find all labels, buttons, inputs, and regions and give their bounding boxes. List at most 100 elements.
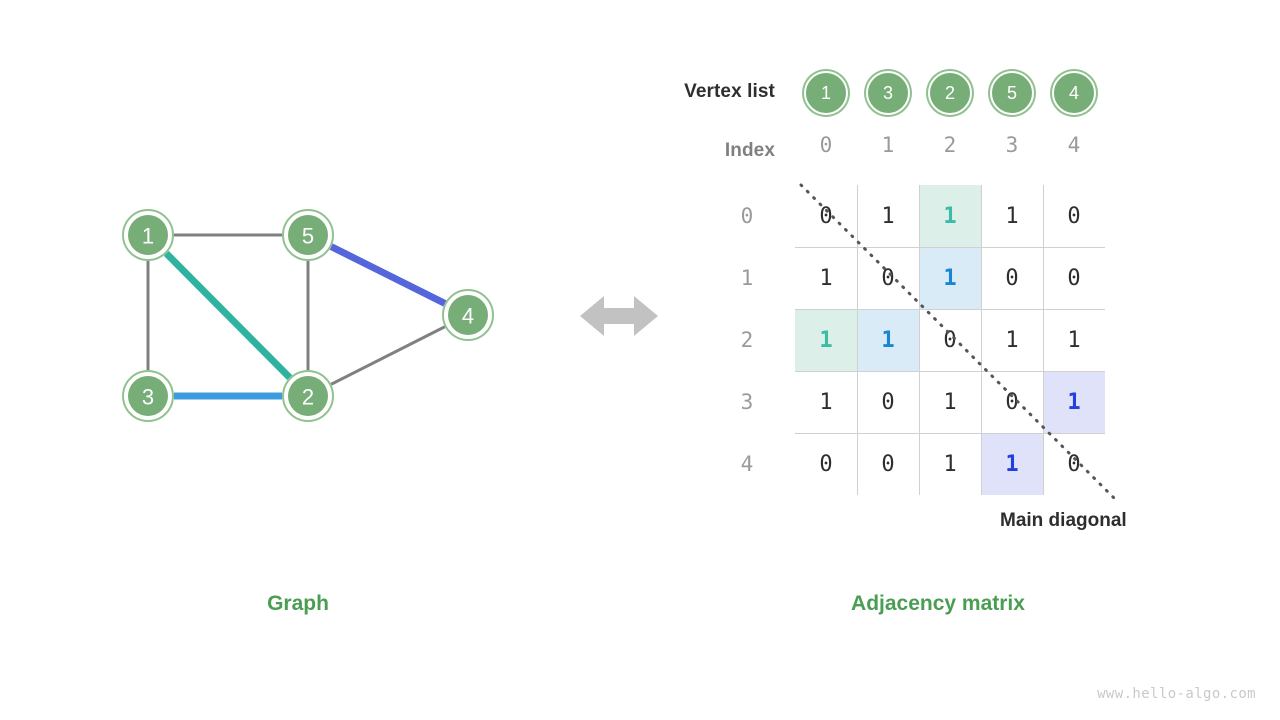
- matrix-cell[interactable]: 1: [919, 433, 981, 495]
- matrix-cell[interactable]: 1: [919, 247, 981, 309]
- matrix-cell[interactable]: 0: [981, 371, 1043, 433]
- matrix-cell[interactable]: 1: [981, 433, 1043, 495]
- grid-line-horizontal: [795, 433, 1105, 434]
- graph-edges: [146, 233, 447, 400]
- matrix-cell[interactable]: 1: [857, 309, 919, 371]
- matrix-cell-value: 0: [881, 265, 895, 291]
- column-index-label: 0: [819, 133, 833, 157]
- index-label: Index: [724, 140, 775, 161]
- vertex-chip[interactable]: 2: [928, 71, 972, 115]
- graph-node-label: 4: [462, 304, 474, 329]
- matrix-cell-value: 0: [1067, 265, 1081, 291]
- matrix-cell-value: 0: [881, 389, 895, 415]
- matrix-cell[interactable]: 1: [981, 185, 1043, 247]
- row-index-label: 4: [740, 452, 754, 476]
- matrix-cell[interactable]: 0: [919, 309, 981, 371]
- matrix-cell[interactable]: 0: [857, 433, 919, 495]
- matrix-cell[interactable]: 1: [795, 309, 857, 371]
- graph-node-label: 5: [302, 224, 314, 249]
- row-index-label: 3: [740, 390, 754, 414]
- matrix-cell-value: 0: [1067, 203, 1081, 229]
- node-fill: [128, 215, 168, 255]
- matrix-cell[interactable]: 0: [1043, 433, 1105, 495]
- column-index-label: 4: [1067, 133, 1081, 157]
- graph-svg: 1 5 3 2 4: [122, 209, 494, 422]
- bidirectional-arrow-icon: [578, 288, 660, 344]
- grid-line-vertical: [919, 185, 920, 495]
- grid-line-vertical: [1043, 185, 1044, 495]
- column-index-label: 1: [881, 133, 895, 157]
- vertex-chip-label: 1: [820, 82, 831, 103]
- matrix-cell[interactable]: 0: [857, 247, 919, 309]
- graph-node-3[interactable]: 3: [122, 370, 174, 422]
- main-diagonal-label: Main diagonal: [1000, 510, 1127, 531]
- grid-line-horizontal: [795, 371, 1105, 372]
- matrix-cell[interactable]: 1: [919, 371, 981, 433]
- matrix-cell-value: 1: [1005, 203, 1019, 229]
- matrix-cell[interactable]: 1: [1043, 371, 1105, 433]
- matrix-cell-value: 0: [943, 327, 957, 353]
- node-outer-ring: [442, 289, 494, 341]
- caption-adjacency-matrix: Adjacency matrix: [851, 592, 1025, 615]
- node-fill: [128, 376, 168, 416]
- matrix-cell[interactable]: 0: [1043, 247, 1105, 309]
- vertex-chip[interactable]: 5: [990, 71, 1034, 115]
- node-outer-ring: [282, 370, 334, 422]
- graph-node-1[interactable]: 1: [122, 209, 174, 261]
- graph-edge: [330, 325, 446, 386]
- vertex-chip-label: 5: [1006, 82, 1017, 103]
- node-fill: [288, 376, 328, 416]
- matrix-cell[interactable]: 1: [919, 185, 981, 247]
- matrix-cell[interactable]: 1: [795, 371, 857, 433]
- matrix-cell[interactable]: 1: [857, 185, 919, 247]
- matrix-cell-value: 1: [881, 327, 895, 353]
- matrix-cell-value: 1: [881, 203, 895, 229]
- row-index-label: 0: [740, 204, 754, 228]
- vertex-list-label: Vertex list: [684, 81, 775, 102]
- matrix-cell-value: 1: [819, 327, 833, 353]
- graph-node-4[interactable]: 4: [442, 289, 494, 341]
- matrix-cell-value: 1: [943, 265, 957, 291]
- node-outer-ring: [122, 209, 174, 261]
- graph-panel: 1 5 3 2 4: [0, 150, 600, 490]
- vertex-chip-label: 3: [882, 82, 893, 103]
- vertex-chip[interactable]: 1: [804, 71, 848, 115]
- graph-node-2[interactable]: 2: [282, 370, 334, 422]
- column-index-label: 3: [1005, 133, 1019, 157]
- grid-line-horizontal: [795, 309, 1105, 310]
- matrix-cell-value: 1: [943, 203, 957, 229]
- node-outer-ring: [122, 370, 174, 422]
- vertex-chip-label: 2: [944, 82, 955, 103]
- vertex-chip[interactable]: 4: [1052, 71, 1096, 115]
- vertex-chip[interactable]: 3: [866, 71, 910, 115]
- matrix-cell[interactable]: 0: [795, 433, 857, 495]
- matrix-cell[interactable]: 0: [795, 185, 857, 247]
- graph-edge: [329, 243, 447, 307]
- matrix-cell-value: 0: [1005, 389, 1019, 415]
- graph-node-5[interactable]: 5: [282, 209, 334, 261]
- matrix-cell[interactable]: 0: [857, 371, 919, 433]
- grid-line-horizontal: [795, 247, 1105, 248]
- grid-line-vertical: [981, 185, 982, 495]
- graph-node-label: 3: [142, 385, 154, 410]
- matrix-cell-value: 1: [819, 389, 833, 415]
- matrix-cell[interactable]: 1: [1043, 309, 1105, 371]
- matrix-cell-value: 0: [819, 451, 833, 477]
- matrix-cell-value: 1: [1005, 327, 1019, 353]
- vertex-chip-label: 4: [1068, 82, 1079, 103]
- matrix-cell-value: 0: [881, 451, 895, 477]
- graph-nodes: 1 5 3 2 4: [122, 209, 494, 422]
- node-fill: [288, 215, 328, 255]
- matrix-cell[interactable]: 1: [981, 309, 1043, 371]
- matrix-cell[interactable]: 0: [981, 247, 1043, 309]
- matrix-cell[interactable]: 0: [1043, 185, 1105, 247]
- matrix-cell-value: 1: [1067, 389, 1081, 415]
- graph-edge: [163, 250, 293, 381]
- matrix-cell[interactable]: 1: [795, 247, 857, 309]
- row-index-label: 1: [740, 266, 754, 290]
- node-outer-ring: [282, 209, 334, 261]
- graph-node-label: 1: [142, 224, 154, 249]
